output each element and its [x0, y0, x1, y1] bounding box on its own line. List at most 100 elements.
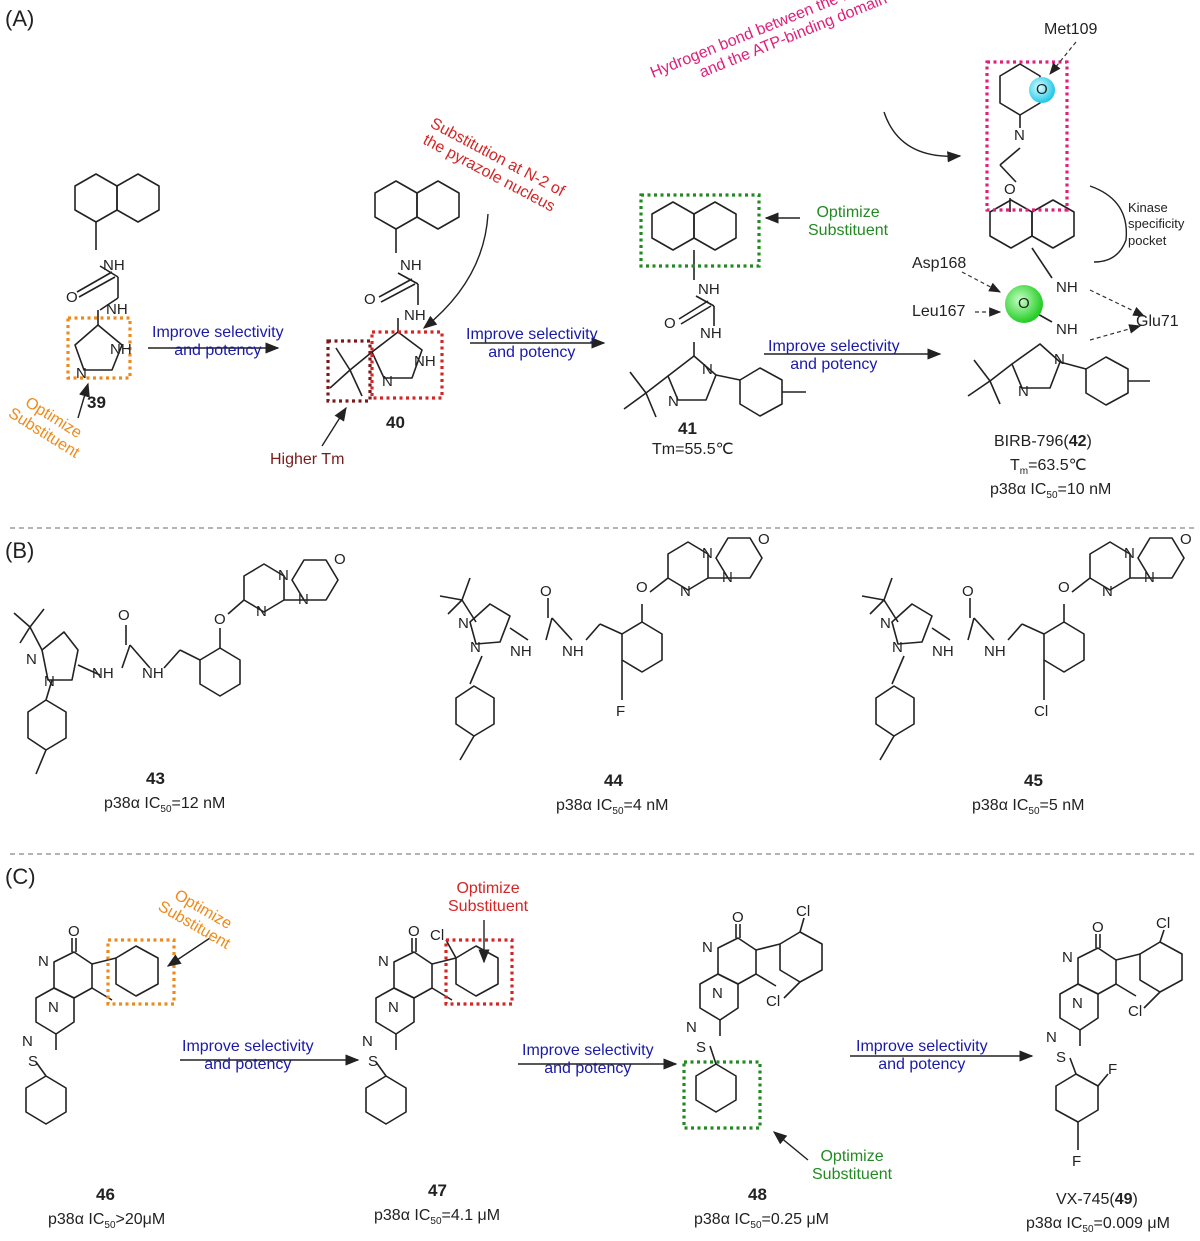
atom-n: N [668, 393, 679, 410]
residue-leu167: Leu167 [912, 303, 966, 320]
arrow-higher-tm [321, 406, 347, 447]
atom-cl: Cl [430, 927, 445, 944]
atom-n: N [26, 651, 37, 668]
atom-o: O [732, 909, 744, 926]
arrow-n2-substitution [422, 213, 489, 329]
compound-name-42: BIRB-796(42) [994, 433, 1092, 450]
atom-n: N [1102, 583, 1113, 600]
pocket-arc [1089, 185, 1128, 263]
atom-n: N [48, 999, 59, 1016]
structure-41 [623, 201, 806, 418]
atom-n: N [712, 985, 723, 1002]
atom-cl: Cl [796, 903, 811, 920]
atom-cl: Cl [766, 993, 781, 1010]
atom-nh: NH [404, 307, 426, 324]
residue-met109: Met109 [1044, 21, 1098, 38]
atom-o: O [664, 315, 676, 332]
atom-n: N [298, 591, 309, 608]
atom-o: O [68, 923, 80, 940]
arrow-optimize-48 [772, 1131, 809, 1161]
panel-label-b: (B) [5, 538, 35, 563]
atom-f: F [1108, 1061, 1118, 1078]
atom-nh: NH [700, 325, 722, 342]
atom-o: O [214, 611, 226, 628]
atom-nh: NH [562, 643, 584, 660]
naphthyl-box-41 [639, 193, 761, 268]
atom-f: F [616, 703, 626, 720]
atom-n: N [680, 583, 691, 600]
atom-n: N [458, 615, 469, 632]
atom-nh: NH [92, 665, 114, 682]
atom-o: O [758, 531, 770, 548]
atom-n: N [702, 939, 713, 956]
ic50-49: p38α IC50=0.009 μM [1026, 1215, 1170, 1236]
residue-asp168: Asp168 [912, 255, 967, 272]
structure-45 [861, 537, 1185, 761]
glu71-dash-1 [1089, 289, 1146, 317]
ic50-44: p38α IC50=4 nM [556, 797, 669, 818]
atom-s: S [368, 1053, 379, 1070]
atom-n: N [686, 1019, 697, 1036]
atom-nh: NH [510, 643, 532, 660]
atom-o: O [118, 607, 130, 624]
atom-n: N [22, 1033, 33, 1050]
structure-39 [74, 173, 160, 371]
atom-nh: NH [1056, 321, 1078, 338]
atom-n: N [1072, 995, 1083, 1012]
phenyl-box-46 [106, 938, 176, 1006]
structure-46 [25, 938, 159, 1125]
atom-cl: Cl [1034, 703, 1049, 720]
structure-48 [695, 917, 823, 1113]
atom-n: N [378, 953, 389, 970]
atom-cl: Cl [1156, 915, 1171, 932]
met109-dash [1049, 41, 1077, 75]
phenyl-box-47 [444, 938, 514, 1006]
atom-o: O [1036, 81, 1048, 98]
arrow-hbond [883, 111, 962, 163]
atom-nh: NH [103, 257, 125, 274]
compound-number-44: 44 [604, 771, 623, 790]
higher-tm-label: Higher Tm [270, 451, 345, 468]
oxygen-highlight-sphere [1029, 77, 1055, 103]
ic50-47: p38α IC50=4.1 μM [374, 1207, 501, 1228]
atom-s: S [1056, 1049, 1067, 1066]
compound-number-46: 46 [96, 1185, 115, 1204]
atom-nh: NH [106, 301, 128, 318]
atom-cl: Cl [1128, 1003, 1143, 1020]
atom-nh: NH [414, 353, 436, 370]
atom-n: N [1062, 949, 1073, 966]
atom-f: F [1072, 1153, 1082, 1170]
glu71-dash-2 [1089, 324, 1142, 341]
atom-n: N [1144, 569, 1155, 586]
compound-number-39: 39 [87, 393, 106, 412]
atom-nh: NH [698, 281, 720, 298]
ic50-42: p38α IC50=10 nM [990, 481, 1112, 502]
atom-s: S [28, 1053, 39, 1070]
ic50-46: p38α IC50>20μM [48, 1211, 166, 1232]
structure-40 [329, 180, 460, 397]
atom-o: O [1004, 181, 1016, 198]
atom-n: N [362, 1033, 373, 1050]
ic50-43: p38α IC50=12 nM [104, 795, 226, 816]
atom-nh: NH [1056, 279, 1078, 296]
optimize-box-39 [66, 316, 132, 380]
atom-o: O [1018, 295, 1030, 312]
atom-s: S [696, 1039, 707, 1056]
arrow-optimize-39 [77, 382, 90, 419]
structure-47 [365, 938, 499, 1125]
atom-n: N [382, 373, 393, 390]
tm-41: Tm=55.5℃ [652, 441, 734, 458]
atom-o: O [364, 291, 376, 308]
atom-n: N [880, 615, 891, 632]
atom-nh: NH [984, 643, 1006, 660]
atom-n: N [76, 365, 87, 382]
atom-nh: NH [110, 341, 132, 358]
morpholine-box-42 [985, 60, 1069, 212]
compound-number-40: 40 [386, 413, 405, 432]
